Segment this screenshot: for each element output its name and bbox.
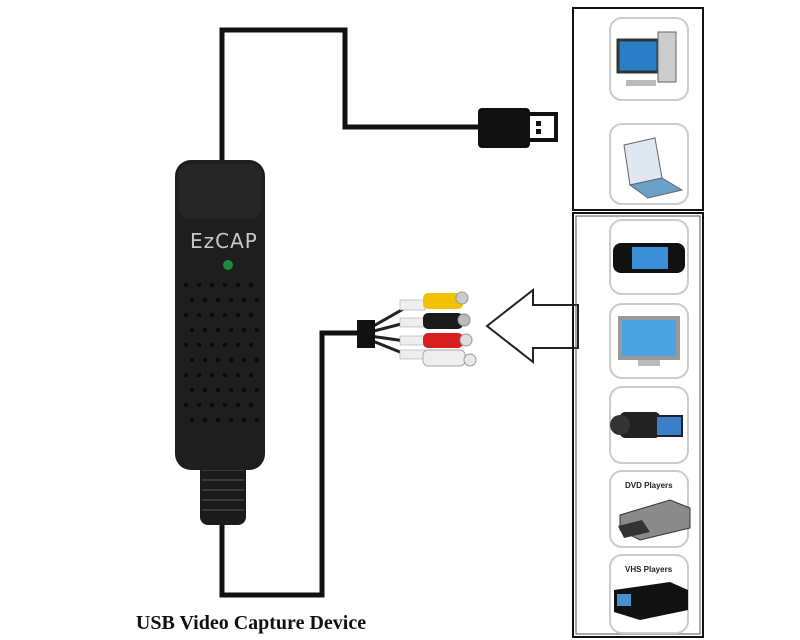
usb-cable — [219, 27, 480, 165]
vent-hole — [215, 357, 221, 363]
vent-hole — [222, 402, 228, 408]
vent-hole — [248, 342, 254, 348]
vent-hole — [196, 342, 202, 348]
computers-panel — [572, 7, 704, 211]
vhs-players-label: VHS Players — [625, 565, 673, 574]
vent-hole — [196, 402, 202, 408]
source-camcorder — [609, 386, 689, 464]
vent-hole — [248, 312, 254, 318]
vent-hole — [222, 312, 228, 318]
rca-cable — [219, 330, 360, 598]
device-caption: USB Video Capture Device — [135, 612, 367, 634]
vent-hole — [183, 282, 189, 288]
vhs-player-icon — [614, 582, 688, 620]
vent-hole — [254, 357, 260, 363]
source-game-console — [609, 219, 689, 295]
status-led-icon — [223, 260, 233, 270]
vent-hole — [189, 327, 195, 333]
vent-hole — [228, 387, 234, 393]
vent-hole — [215, 417, 221, 423]
vent-hole — [202, 297, 208, 303]
vent-hole — [241, 417, 247, 423]
vent-hole — [209, 312, 215, 318]
vent-hole — [228, 297, 234, 303]
source-laptop — [609, 123, 689, 205]
vent-hole — [241, 357, 247, 363]
rca-white — [399, 349, 477, 367]
vent-hole — [196, 282, 202, 288]
vent-hole — [254, 387, 260, 393]
source-dvd: DVD Players — [609, 470, 691, 548]
vent-hole — [202, 417, 208, 423]
vent-hole — [241, 387, 247, 393]
vent-hole — [248, 402, 254, 408]
vent-hole — [209, 282, 215, 288]
ezcap-device: EzCAP — [175, 160, 265, 525]
source-tv — [609, 303, 689, 379]
vent-hole — [215, 387, 221, 393]
vent-hole — [189, 417, 195, 423]
vent-hole — [189, 297, 195, 303]
tv-monitor-icon — [618, 316, 680, 360]
vent-hole — [202, 327, 208, 333]
vent-hole — [222, 372, 228, 378]
input-arrow-icon — [485, 287, 579, 365]
device-brand-label: EzCAP — [190, 229, 258, 253]
dvd-players-label: DVD Players — [625, 481, 673, 490]
source-desktop — [609, 17, 689, 101]
source-vhs: VHS Players — [609, 554, 689, 634]
vent-hole — [228, 417, 234, 423]
vent-hole — [228, 327, 234, 333]
vent-hole — [209, 402, 215, 408]
rca-yellow — [399, 291, 469, 311]
vent-hole — [222, 282, 228, 288]
desktop-computer-icon — [616, 38, 660, 74]
vent-hole — [209, 372, 215, 378]
vent-hole — [189, 387, 195, 393]
vent-hole — [235, 372, 241, 378]
vent-hole — [254, 417, 260, 423]
vent-hole — [241, 327, 247, 333]
vent-hole — [248, 282, 254, 288]
vent-hole — [254, 327, 260, 333]
rca-connectors — [357, 291, 477, 367]
vent-hole — [248, 372, 254, 378]
vent-hole — [183, 342, 189, 348]
vent-hole — [254, 297, 260, 303]
usb-plug — [478, 108, 558, 148]
vent-hole — [215, 327, 221, 333]
vent-hole — [196, 312, 202, 318]
vent-hole — [202, 357, 208, 363]
vent-hole — [183, 372, 189, 378]
vent-hole — [183, 312, 189, 318]
vent-hole — [215, 297, 221, 303]
vent-hole — [228, 357, 234, 363]
rca-red — [399, 333, 473, 348]
vent-hole — [241, 297, 247, 303]
vent-hole — [235, 282, 241, 288]
vent-hole — [202, 387, 208, 393]
vent-hole — [189, 357, 195, 363]
vent-hole — [183, 402, 189, 408]
laptop-icon — [623, 137, 663, 186]
camcorder-icon — [620, 412, 660, 438]
vent-hole — [196, 372, 202, 378]
vent-hole — [235, 342, 241, 348]
vent-hole — [222, 342, 228, 348]
vent-hole — [209, 342, 215, 348]
rca-black — [399, 313, 471, 329]
video-sources-panel — [572, 212, 704, 638]
vent-hole — [235, 312, 241, 318]
vent-hole — [235, 402, 241, 408]
